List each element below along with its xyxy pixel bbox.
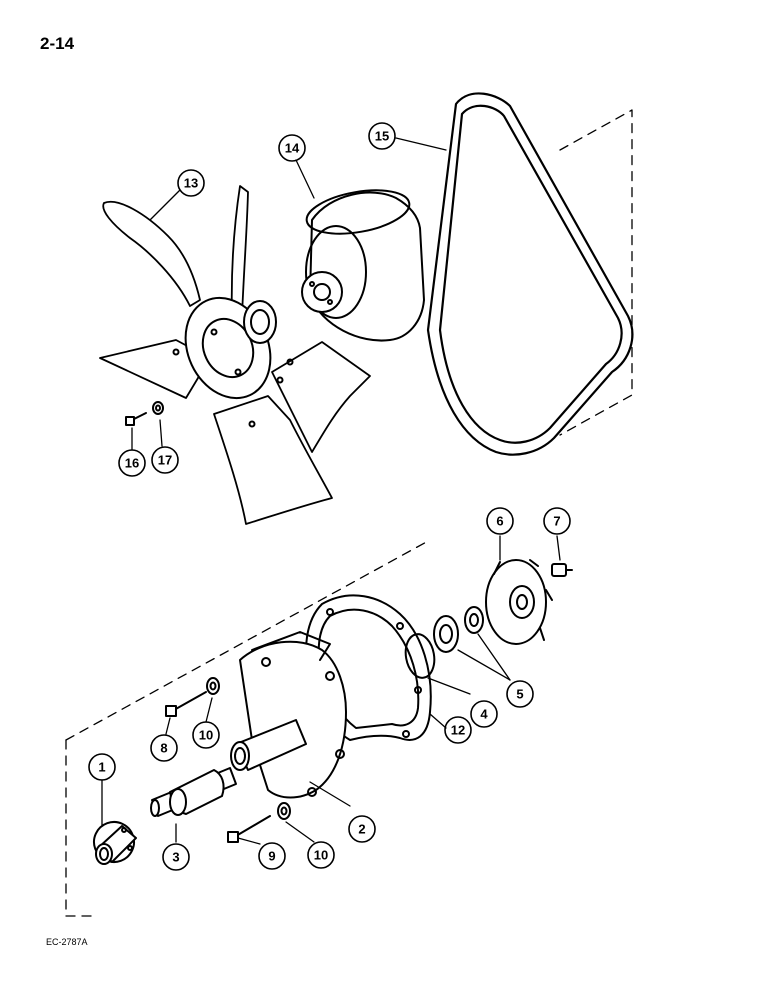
callout-label: 2: [358, 822, 365, 837]
callout-10b: [307, 841, 335, 869]
callout-label: 15: [375, 129, 389, 144]
assembly-boundary: [65, 109, 633, 917]
callout-label: 13: [184, 176, 198, 191]
callout-label: 4: [480, 707, 488, 722]
callout-4: [470, 700, 498, 728]
o-ring: [404, 633, 436, 679]
callout-label: 10: [199, 728, 213, 743]
callouts: [88, 122, 571, 871]
bolt-upper: [165, 691, 207, 717]
callout-label: 16: [125, 456, 139, 471]
callout-label: 6: [496, 514, 503, 529]
callout-label: 3: [172, 850, 179, 865]
bolt-lower: [227, 815, 271, 843]
callout-3: [162, 843, 190, 871]
callout-13: [177, 169, 205, 197]
hub: [93, 821, 137, 865]
callout-label: 1: [98, 760, 105, 775]
callout-label: 9: [268, 849, 275, 864]
callout-label: 14: [285, 141, 300, 156]
callout-label: 7: [553, 514, 560, 529]
callout-5: [506, 680, 534, 708]
fan-washer: [152, 401, 164, 415]
callout-6: [486, 507, 514, 535]
callout-16: [118, 449, 146, 477]
pump-housing: [230, 631, 347, 799]
plug: [551, 563, 573, 577]
callout-2: [348, 815, 376, 843]
callout-12: [444, 716, 472, 744]
seal-assembly: [433, 606, 484, 653]
washer-upper: [206, 677, 220, 695]
impeller: [485, 559, 553, 645]
callout-1: [88, 753, 116, 781]
page-number: 2-14: [40, 34, 75, 53]
callout-9: [258, 842, 286, 870]
pulley: [301, 189, 425, 342]
callout-label: 10: [314, 848, 328, 863]
callout-label: 5: [516, 687, 523, 702]
fan: [99, 185, 371, 525]
callout-14: [278, 134, 306, 162]
washer-lower: [277, 802, 291, 820]
callout-8: [150, 734, 178, 762]
fan-bolt: [125, 412, 147, 426]
callout-7: [543, 507, 571, 535]
callout-label: 17: [158, 453, 172, 468]
v-belt: [426, 92, 634, 456]
callout-15: [368, 122, 396, 150]
callout-label: 12: [451, 723, 465, 738]
shaft-bearing: [150, 767, 237, 817]
callout-17: [151, 446, 179, 474]
callout-label: 8: [160, 741, 167, 756]
callout-10a: [192, 721, 220, 749]
leader-lines: [101, 137, 561, 845]
drawing-code: EC-2787A: [46, 937, 88, 947]
